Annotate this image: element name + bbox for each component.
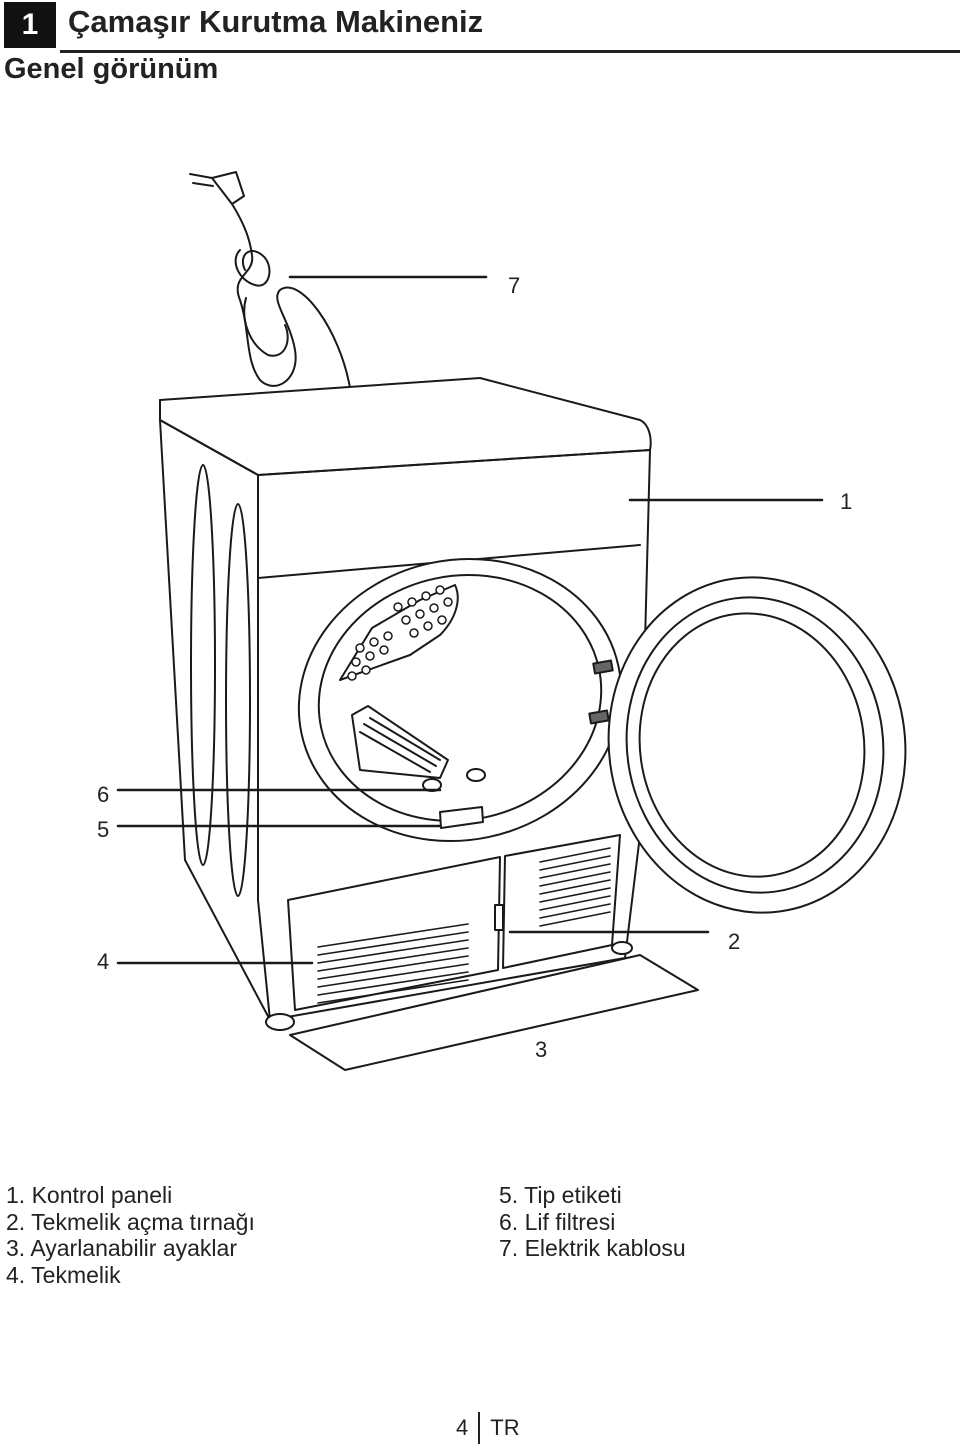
callout-1: 1 bbox=[840, 489, 853, 514]
page-footer: 4 TR bbox=[456, 1412, 520, 1444]
leader-lines bbox=[116, 275, 824, 965]
legend-item: 5. Tip etiketi bbox=[499, 1182, 622, 1208]
callout-3: 3 bbox=[535, 1037, 548, 1062]
language-code: TR bbox=[490, 1415, 520, 1440]
legend-item: 4. Tekmelik bbox=[6, 1261, 121, 1288]
power-cable-illustration bbox=[189, 171, 351, 389]
legend-left-column: 1. Kontrol paneli 2. Tekmelik açma tırna… bbox=[6, 1182, 255, 1288]
legend-item: 7. Elektrik kablosu bbox=[499, 1235, 686, 1261]
chapter-number-badge: 1 bbox=[4, 2, 56, 48]
header-rule bbox=[60, 50, 960, 53]
section-title: Genel görünüm bbox=[4, 53, 219, 85]
legend-item: 3. Ayarlanabilir ayaklar bbox=[6, 1235, 237, 1261]
callout-2: 2 bbox=[728, 929, 741, 954]
legend-item: 6. Lif filtresi bbox=[499, 1208, 616, 1235]
legend-right-column: 5. Tip etiketi 6. Lif filtresi 7. Elektr… bbox=[499, 1182, 686, 1262]
legend-item: 2. Tekmelik açma tırnağı bbox=[6, 1208, 255, 1235]
drum-illustration bbox=[297, 557, 623, 843]
callout-4: 4 bbox=[97, 949, 110, 974]
footer-divider bbox=[478, 1412, 481, 1444]
callout-7: 7 bbox=[508, 273, 521, 298]
vent-lines-right bbox=[539, 847, 611, 927]
callout-6: 6 bbox=[97, 782, 110, 807]
dryer-diagram bbox=[116, 171, 907, 1071]
page-number: 4 bbox=[456, 1415, 469, 1440]
door-illustration bbox=[588, 576, 907, 914]
vent-lines-left bbox=[317, 923, 469, 1004]
callout-5: 5 bbox=[97, 817, 110, 842]
cabinet-illustration bbox=[159, 377, 699, 1071]
legend-item: 1. Kontrol paneli bbox=[6, 1182, 173, 1208]
chapter-title: Çamaşır Kurutma Makineniz bbox=[68, 4, 484, 39]
